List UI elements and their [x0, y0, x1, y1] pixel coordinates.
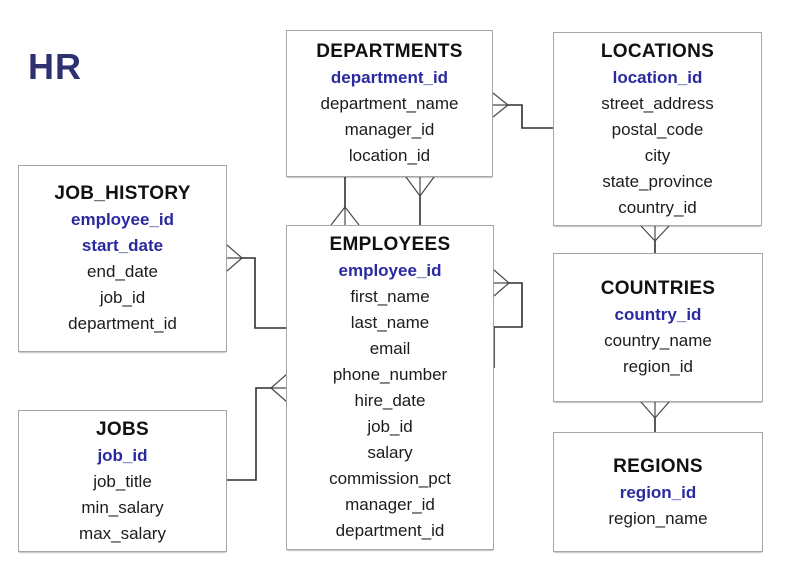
- entity-job-history: JOB_HISTORY employee_id start_date end_dat…: [18, 165, 227, 352]
- relationship-jobhistory-employees: [226, 244, 287, 329]
- entity-countries: COUNTRIES country_id country_name region_i…: [553, 253, 763, 402]
- relationship-departments-employees-manager: [405, 176, 435, 225]
- field-manager_id: manager_id: [344, 120, 435, 139]
- entity-regions: REGIONS region_id region_name: [553, 432, 763, 552]
- field-job_id: job_id: [367, 417, 413, 436]
- entity-title-regions: REGIONS: [613, 455, 703, 477]
- entity-fields-regions: region_id region_name: [608, 480, 707, 532]
- field-department_name: department_name: [320, 94, 459, 113]
- field-start_date: start_date: [81, 236, 164, 255]
- entity-fields-countries: country_id country_name region_id: [604, 302, 712, 380]
- field-commission_pct: commission_pct: [329, 469, 451, 488]
- field-country_id: country_id: [614, 305, 702, 324]
- relationship-departments-employees-dept: [330, 177, 360, 226]
- entity-fields-jobs: job_id job_title min_salary max_salary: [79, 443, 166, 547]
- field-last_name: last_name: [350, 313, 430, 332]
- relationship-employees-self: [493, 269, 523, 368]
- entity-title-employees: EMPLOYEES: [329, 234, 451, 255]
- field-job_title: job_title: [93, 471, 152, 491]
- field-min_salary: min_salary: [81, 497, 164, 517]
- field-region_id: region_id: [623, 357, 693, 376]
- entity-title-job-history: JOB_HISTORY: [54, 183, 191, 204]
- field-region_name: region_name: [608, 508, 708, 528]
- field-job_id: job_id: [99, 288, 146, 307]
- field-end_date: end_date: [87, 262, 158, 281]
- field-country_name: country_name: [604, 331, 712, 350]
- field-department_id: department_id: [335, 521, 445, 540]
- field-location_id: location_id: [612, 67, 703, 87]
- field-department_id: department_id: [68, 314, 177, 333]
- field-hire_date: hire_date: [354, 391, 426, 410]
- field-phone_number: phone_number: [332, 365, 448, 384]
- field-country_id: country_id: [618, 197, 697, 217]
- field-employee_id: employee_id: [338, 261, 442, 280]
- field-first_name: first_name: [350, 287, 430, 306]
- relationship-jobs-employees: [227, 373, 288, 481]
- field-email: email: [369, 339, 411, 358]
- relationship-locations-countries: [640, 225, 670, 253]
- relationship-countries-regions: [640, 401, 670, 432]
- field-region_id: region_id: [619, 482, 697, 502]
- field-job_id: job_id: [97, 445, 148, 465]
- entity-employees: EMPLOYEES employee_id first_name last_name…: [286, 225, 494, 550]
- field-postal_code: postal_code: [611, 119, 704, 139]
- field-street_address: street_address: [601, 93, 714, 113]
- field-employee_id: employee_id: [71, 210, 174, 229]
- relationship-departments-locations: [492, 92, 553, 129]
- field-state_province: state_province: [602, 171, 713, 191]
- entity-jobs: JOBS job_id job_title min_salary max_salary: [18, 410, 227, 552]
- schema-label: HR: [28, 46, 82, 87]
- field-manager_id: manager_id: [345, 495, 435, 514]
- entity-title-countries: COUNTRIES: [600, 278, 716, 299]
- field-location_id: location_id: [348, 146, 431, 165]
- entity-title-jobs: JOBS: [96, 418, 149, 440]
- entity-title-departments: DEPARTMENTS: [316, 41, 463, 62]
- field-salary: salary: [367, 443, 413, 462]
- entity-title-locations: LOCATIONS: [600, 40, 715, 62]
- entity-departments: DEPARTMENTS department_id department_name…: [286, 30, 493, 177]
- field-city: city: [644, 145, 671, 165]
- field-department_id: department_id: [330, 68, 449, 87]
- field-max_salary: max_salary: [79, 523, 166, 543]
